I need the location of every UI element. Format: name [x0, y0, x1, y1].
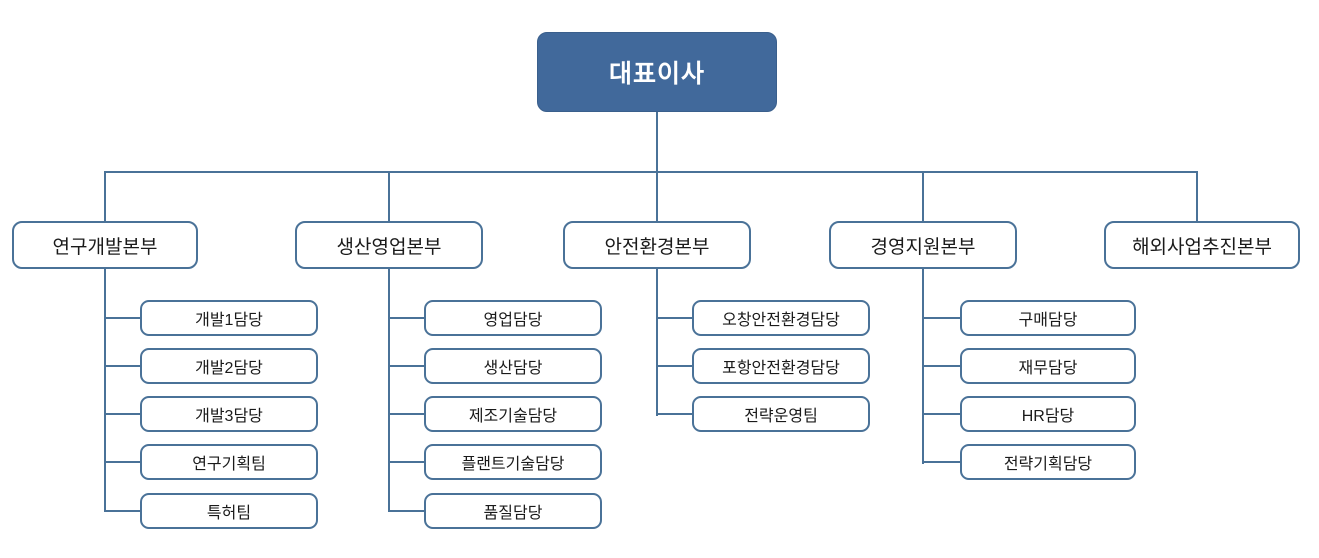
org-node-team-3-1-label: 재무담당 — [1018, 360, 1078, 377]
connector-drop-3 — [656, 171, 658, 221]
connector-spine-1 — [388, 269, 390, 512]
org-node-team-1-0-label: 영업담당 — [483, 312, 543, 329]
org-node-team-1-2-label: 제조기술담당 — [468, 408, 558, 425]
org-node-division-0[interactable]: 연구개발본부 — [12, 221, 198, 269]
org-node-team-1-3-label: 플랜트기술담당 — [461, 456, 565, 473]
org-node-division-1-label: 생산영업본부 — [336, 236, 442, 258]
org-node-team-1-1[interactable]: 생산담당 — [424, 348, 602, 384]
connector-stub-1-2 — [388, 413, 426, 415]
org-node-team-3-3-label: 전략기획담당 — [1003, 456, 1093, 473]
org-node-team-2-0-label: 오창안전환경담당 — [722, 312, 840, 329]
org-node-team-1-2[interactable]: 제조기술담당 — [424, 396, 602, 432]
org-node-team-1-4[interactable]: 품질담당 — [424, 493, 602, 529]
connector-stub-1-3 — [388, 461, 426, 463]
org-node-team-0-4[interactable]: 특허팀 — [140, 493, 318, 529]
org-node-division-1[interactable]: 생산영업본부 — [295, 221, 483, 269]
org-node-team-3-2-label: HR담당 — [1021, 408, 1075, 425]
org-node-division-0-label: 연구개발본부 — [52, 236, 158, 258]
connector-stub-3-1 — [922, 365, 960, 367]
connector-stub-2-2 — [656, 413, 694, 415]
org-node-division-3[interactable]: 경영지원본부 — [829, 221, 1017, 269]
connector-stub-0-3 — [104, 461, 142, 463]
org-node-division-4[interactable]: 해외사업추진본부 — [1104, 221, 1300, 269]
connector-stub-3-3 — [922, 461, 960, 463]
connector-drop-4 — [922, 171, 924, 221]
org-node-team-0-2[interactable]: 개발3담당 — [140, 396, 318, 432]
org-node-division-2[interactable]: 안전환경본부 — [563, 221, 751, 269]
org-node-ceo-label: 대표이사 — [608, 60, 705, 88]
connector-drop-2 — [388, 171, 390, 221]
org-node-team-2-2[interactable]: 전략운영팀 — [692, 396, 870, 432]
org-node-team-0-4-label: 특허팀 — [206, 505, 252, 522]
org-node-division-2-label: 안전환경본부 — [604, 236, 710, 258]
org-node-team-1-3[interactable]: 플랜트기술담당 — [424, 444, 602, 480]
org-node-team-3-3[interactable]: 전략기획담당 — [960, 444, 1136, 480]
org-node-team-0-3[interactable]: 연구기획팀 — [140, 444, 318, 480]
org-node-team-2-0[interactable]: 오창안전환경담당 — [692, 300, 870, 336]
connector-stub-1-1 — [388, 365, 426, 367]
org-node-division-3-label: 경영지원본부 — [870, 236, 976, 258]
org-node-team-3-1[interactable]: 재무담당 — [960, 348, 1136, 384]
connector-stub-0-0 — [104, 317, 142, 319]
org-node-team-3-0-label: 구매담당 — [1018, 312, 1078, 329]
connector-stub-3-2 — [922, 413, 960, 415]
org-node-team-0-3-label: 연구기획팀 — [192, 456, 266, 473]
org-node-team-1-4-label: 품질담당 — [483, 505, 543, 522]
connector-spine-2 — [656, 269, 658, 416]
org-node-division-4-label: 해외사업추진본부 — [1132, 236, 1272, 258]
connector-stub-0-2 — [104, 413, 142, 415]
org-node-team-0-1-label: 개발2담당 — [195, 360, 263, 377]
org-node-team-0-0-label: 개발1담당 — [195, 312, 263, 329]
org-node-team-2-1-label: 포항안전환경담당 — [722, 360, 840, 377]
connector-drop-5 — [1196, 171, 1198, 221]
org-node-ceo[interactable]: 대표이사 — [537, 32, 777, 112]
connector-root-stem — [656, 112, 658, 173]
connector-drop-1 — [104, 171, 106, 221]
connector-stub-2-1 — [656, 365, 694, 367]
org-node-team-2-1[interactable]: 포항안전환경담당 — [692, 348, 870, 384]
connector-stub-1-4 — [388, 510, 426, 512]
org-node-team-1-1-label: 생산담당 — [483, 360, 543, 377]
connector-trunk — [105, 171, 1198, 173]
connector-stub-1-0 — [388, 317, 426, 319]
org-node-team-1-0[interactable]: 영업담당 — [424, 300, 602, 336]
connector-stub-2-0 — [656, 317, 694, 319]
connector-stub-0-4 — [104, 510, 142, 512]
connector-stub-3-0 — [922, 317, 960, 319]
org-node-team-0-2-label: 개발3담당 — [195, 408, 263, 425]
connector-spine-0 — [104, 269, 106, 512]
org-node-team-3-2[interactable]: HR담당 — [960, 396, 1136, 432]
org-node-team-0-0[interactable]: 개발1담당 — [140, 300, 318, 336]
org-node-team-3-0[interactable]: 구매담당 — [960, 300, 1136, 336]
connector-stub-0-1 — [104, 365, 142, 367]
org-node-team-2-2-label: 전략운영팀 — [744, 408, 818, 425]
org-node-team-0-1[interactable]: 개발2담당 — [140, 348, 318, 384]
